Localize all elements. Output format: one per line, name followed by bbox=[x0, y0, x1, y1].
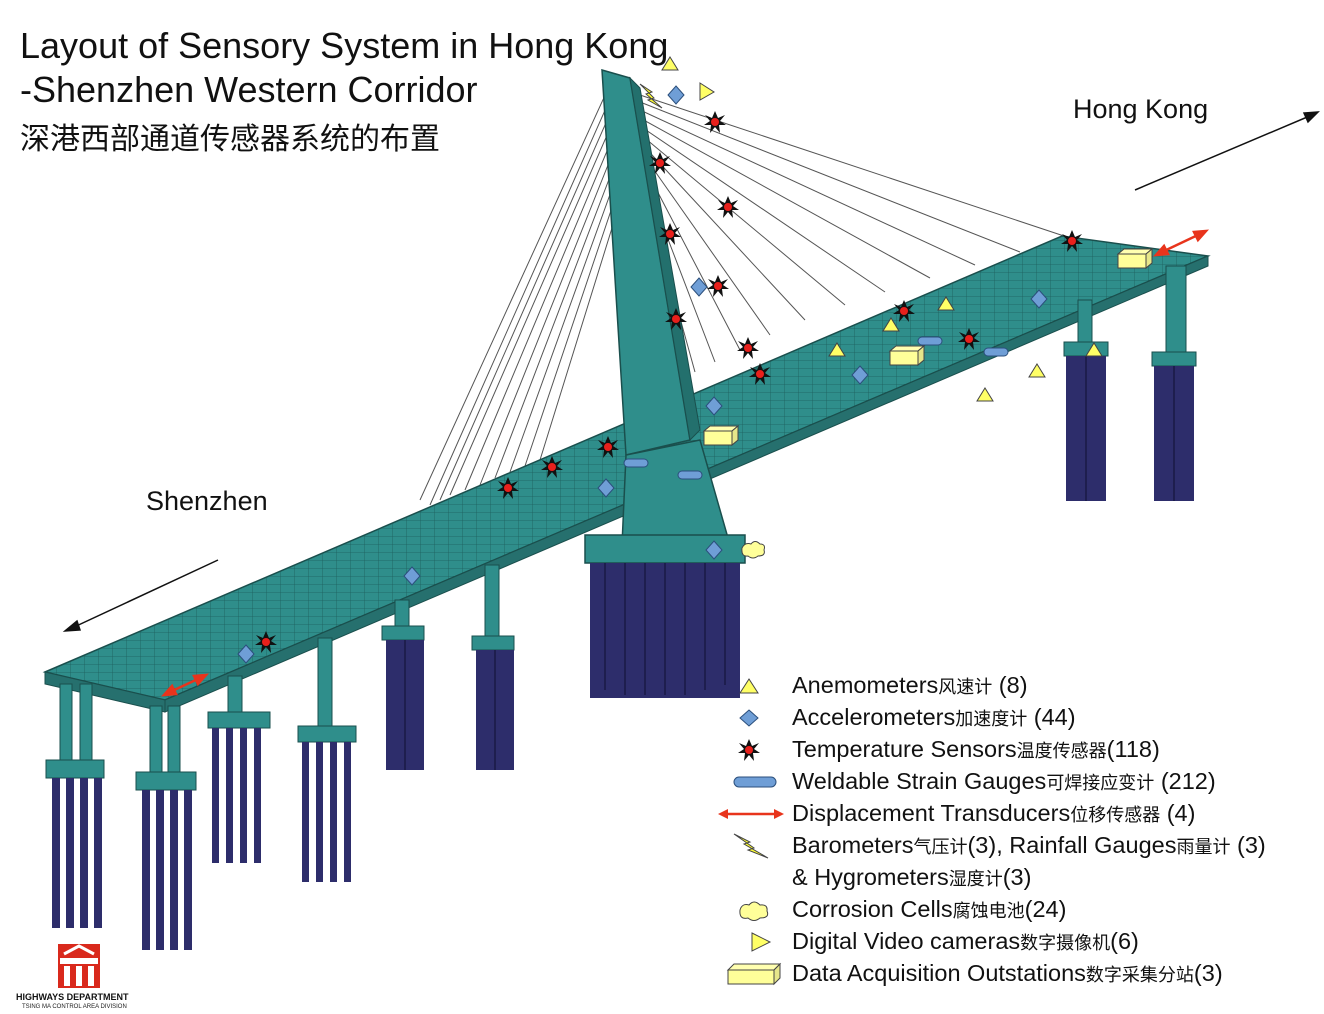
legend-row-data-outstations: Data Acquisition Outstations数字采集分站(3) bbox=[716, 958, 1322, 990]
logo-name: HIGHWAYS DEPARTMENT bbox=[16, 992, 129, 1002]
legend-label: Barometers气压计(3), Rainfall Gauges雨量计 (3) bbox=[792, 832, 1266, 858]
title-line-3-chinese: 深港西部通道传感器系统的布置 bbox=[20, 122, 440, 157]
legend-row-displacement-transducers: Displacement Transducers位移传感器 (4) bbox=[716, 798, 1322, 830]
legend-row-anemometers: Anemometers风速计 (8) bbox=[716, 670, 1322, 702]
logo-emblem-icon bbox=[58, 944, 100, 988]
double-arrow-icon bbox=[718, 809, 784, 819]
pylon bbox=[584, 68, 746, 564]
label-shenzhen: Shenzhen bbox=[146, 486, 268, 516]
legend-row-barometers: Barometers气压计(3), Rainfall Gauges雨量计 (3) bbox=[716, 830, 1322, 862]
legend-row-strain-gauges: Weldable Strain Gauges可焊接应变计 (212) bbox=[716, 766, 1322, 798]
legend-row-hygrometers: & Hygrometers湿度计(3) bbox=[716, 862, 1322, 894]
legend-label: Accelerometers加速度计 (44) bbox=[792, 704, 1076, 730]
legend-label: Anemometers风速计 (8) bbox=[792, 672, 1028, 698]
title-line-1: Layout of Sensory System in Hong Kong bbox=[20, 25, 669, 66]
stay-cables bbox=[419, 79, 1071, 506]
page-title: Layout of Sensory System in Hong Kong -S… bbox=[20, 24, 668, 112]
highways-department-logo: HIGHWAYS DEPARTMENT TSING MA CONTROL ARE… bbox=[14, 940, 154, 1014]
piers bbox=[45, 265, 1197, 950]
play-triangle-icon bbox=[751, 932, 772, 952]
cloud-icon bbox=[739, 901, 769, 921]
lightning-icon bbox=[733, 833, 769, 859]
label-hong-kong: Hong Kong bbox=[1073, 94, 1209, 124]
legend-label: Data Acquisition Outstations数字采集分站(3) bbox=[792, 960, 1223, 986]
legend-label: Displacement Transducers位移传感器 (4) bbox=[792, 800, 1196, 826]
direction-arrows bbox=[62, 111, 1320, 632]
legend-label: Corrosion Cells腐蚀电池(24) bbox=[792, 896, 1067, 922]
legend-label: & Hygrometers湿度计(3) bbox=[792, 864, 1032, 890]
starburst-icon bbox=[738, 739, 760, 761]
sensor-markers bbox=[160, 56, 1210, 697]
legend-row-video-cameras: Digital Video cameras数字摄像机(6) bbox=[716, 926, 1322, 958]
box-icon bbox=[726, 962, 782, 986]
legend-row-corrosion-cells: Corrosion Cells腐蚀电池(24) bbox=[716, 894, 1322, 926]
diamond-icon bbox=[739, 709, 759, 727]
legend-row-accelerometers: Accelerometers加速度计 (44) bbox=[716, 702, 1322, 734]
legend-label: Temperature Sensors温度传感器(118) bbox=[792, 736, 1160, 762]
legend-row-temperature-sensors: Temperature Sensors温度传感器(118) bbox=[716, 734, 1322, 766]
legend-label: Digital Video cameras数字摄像机(6) bbox=[792, 928, 1139, 954]
logo-subtitle: TSING MA CONTROL AREA DIVISION bbox=[22, 1004, 127, 1010]
legend-label: Weldable Strain Gauges可焊接应变计 (212) bbox=[792, 768, 1216, 794]
capsule-icon bbox=[733, 776, 777, 788]
triangle-icon bbox=[739, 678, 759, 694]
title-line-2: -Shenzhen Western Corridor bbox=[20, 69, 478, 110]
